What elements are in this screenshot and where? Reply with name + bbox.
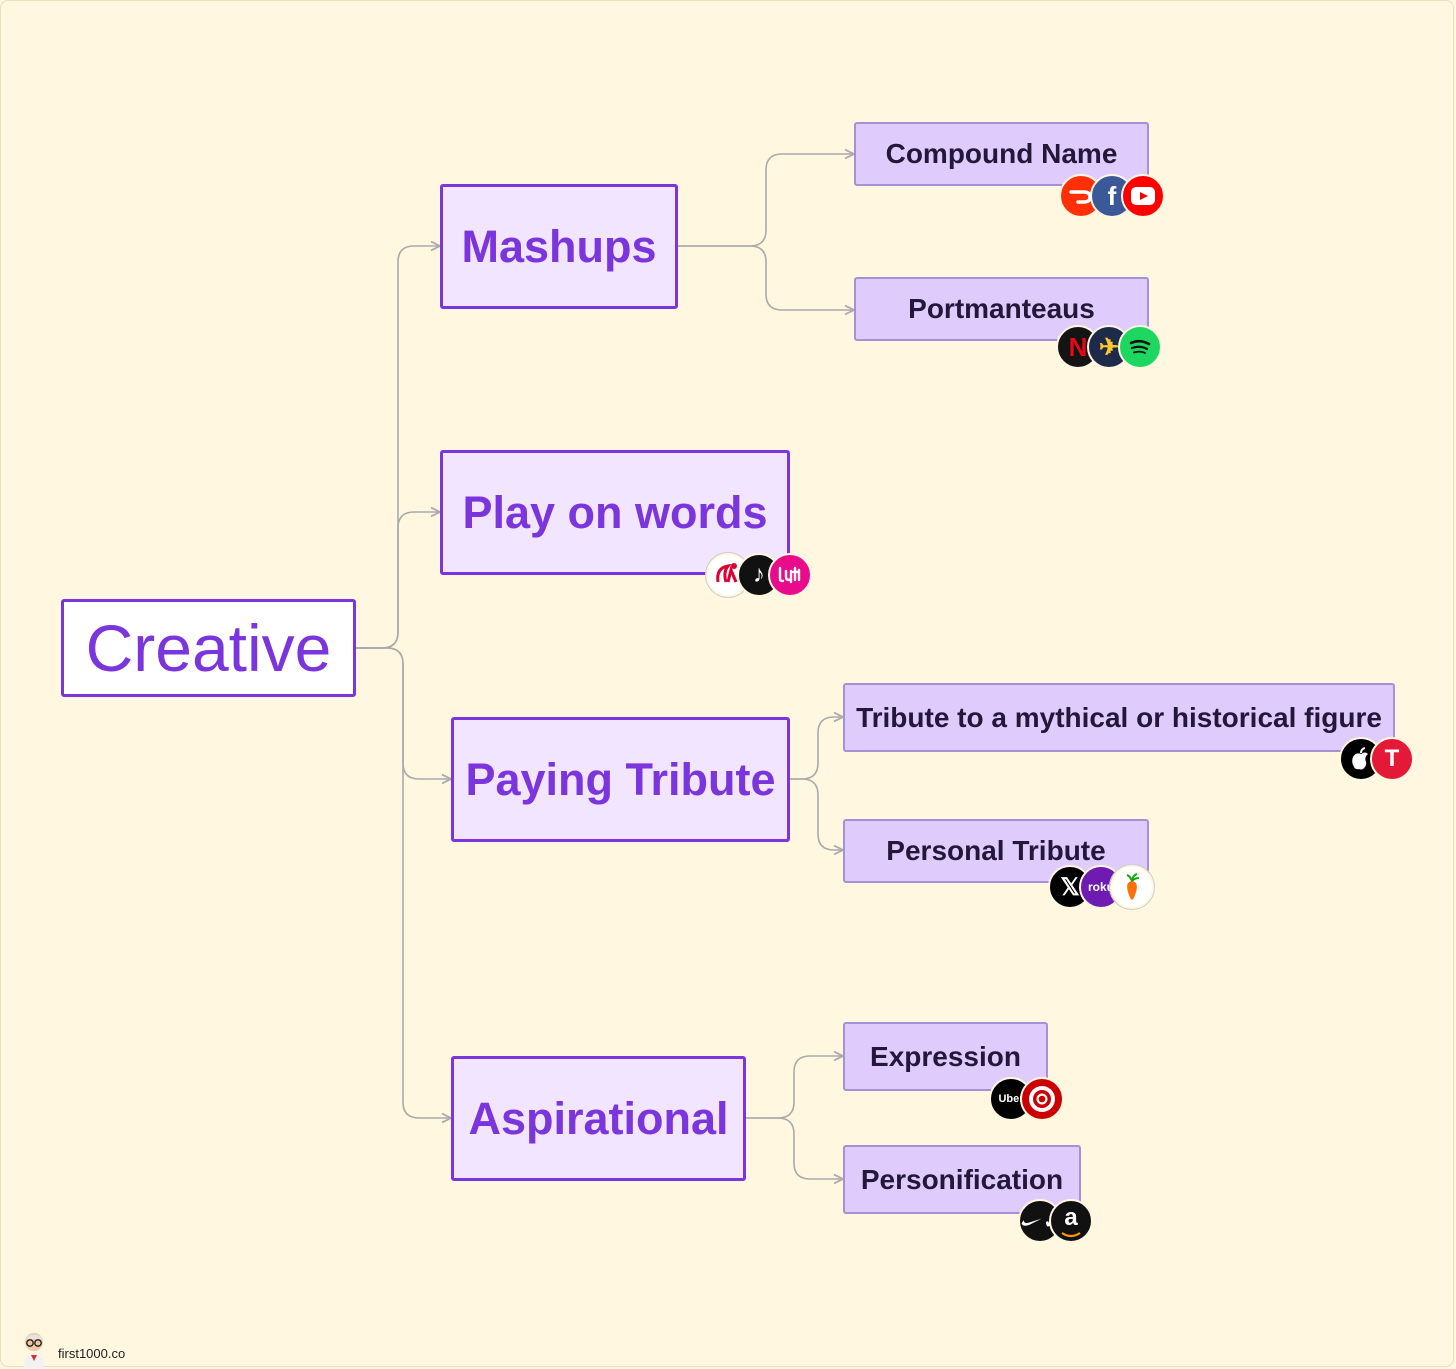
category-label: Mashups [461, 220, 657, 272]
lyft-icon [768, 553, 812, 597]
connector-mashups-compound-name [678, 154, 854, 247]
category-node-mashups: Mashups [440, 184, 678, 309]
founder-avatar-icon [24, 1333, 44, 1368]
leaf-label: Personification [860, 1163, 1064, 1195]
spotify-icon [1118, 325, 1162, 369]
logos-compound-name: f [1059, 174, 1165, 218]
connector-tribute-mythical [790, 717, 843, 780]
category-node-aspirational: Aspirational [451, 1056, 746, 1181]
leaf-label: Tribute to a mythical or historical figu… [856, 701, 1382, 733]
root-label: Creative [85, 611, 332, 685]
target-icon [1020, 1077, 1064, 1121]
footer-site-link[interactable]: first1000.co [58, 1346, 126, 1361]
logos-expression: Uber [989, 1077, 1064, 1121]
leaf-node-expression: Expression [843, 1022, 1048, 1091]
logos-personification: ✓a [1018, 1199, 1094, 1243]
connector-aspirational-expression [746, 1056, 843, 1119]
category-node-play-on-words: Play on words [440, 450, 790, 575]
category-label: Paying Tribute [465, 753, 776, 805]
leaf-node-personal-tribute: Personal Tribute [843, 819, 1149, 883]
category-label: Play on words [462, 486, 768, 538]
logos-play-on-words: ♪ [705, 552, 812, 598]
leaf-label: Personal Tribute [886, 835, 1106, 866]
root-node: Creative [61, 599, 356, 697]
amazon-icon: a [1049, 1199, 1093, 1243]
leaf-label: Compound Name [885, 138, 1118, 169]
leaf-node-mythical-historical: Tribute to a mythical or historical figu… [843, 683, 1395, 752]
logos-mythical-historical: T [1339, 737, 1414, 781]
leaf-label: Portmanteaus [908, 293, 1095, 324]
connector-mashups-portmanteaus [678, 245, 854, 310]
tesla-icon: T [1370, 737, 1414, 781]
category-label: Aspirational [468, 1092, 729, 1144]
instacart-icon [1109, 864, 1155, 910]
connector-tribute-personal [790, 778, 843, 850]
connector-aspirational-personification [746, 1117, 843, 1179]
leaf-node-compound-name: Compound Name [854, 122, 1149, 186]
connector-root-aspirational [356, 647, 451, 1118]
category-node-paying-tribute: Paying Tribute [451, 717, 790, 842]
logos-portmanteaus: N✈ [1056, 325, 1163, 369]
connector-root-play-on-words [356, 512, 440, 649]
youtube-icon [1121, 174, 1165, 218]
leaf-label: Expression [870, 1040, 1021, 1072]
